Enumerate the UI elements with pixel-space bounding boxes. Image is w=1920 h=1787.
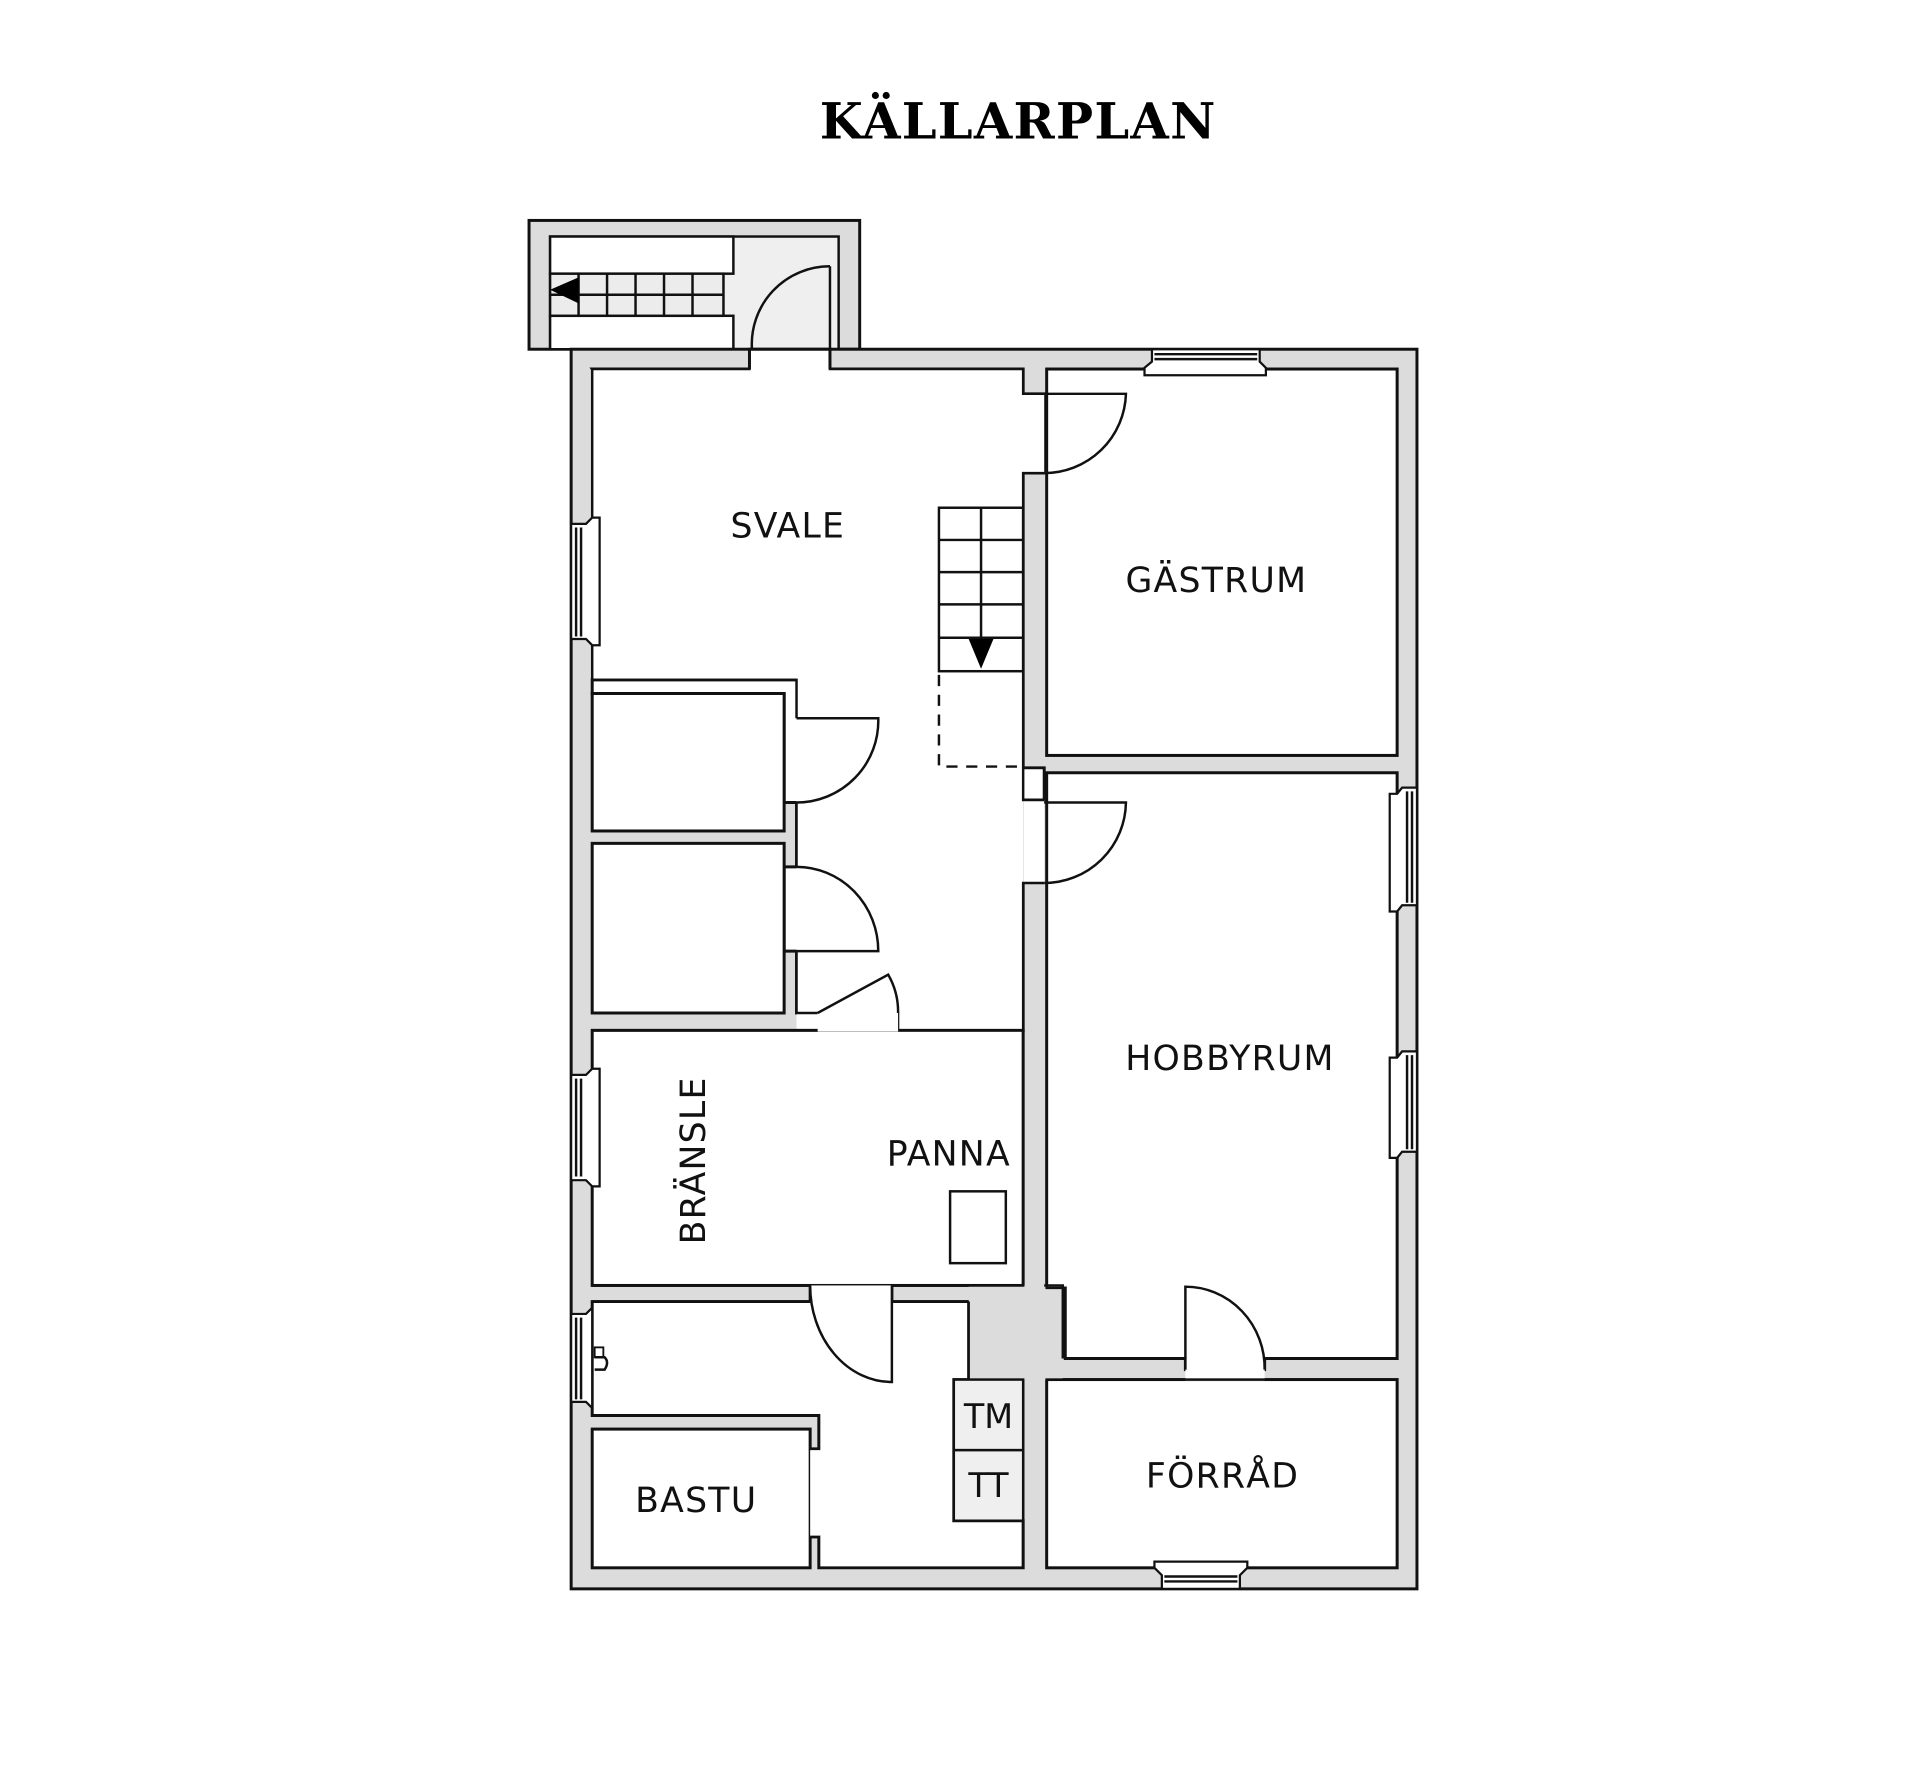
window-icon	[1388, 786, 1419, 913]
door-swing-icon	[796, 865, 880, 953]
tt-label: TT	[967, 1466, 1009, 1505]
entrance-stairwell	[527, 218, 862, 370]
stair-arrow-left-icon	[550, 277, 579, 304]
faucet-icon	[593, 1346, 609, 1371]
boiler-icon	[948, 1190, 1008, 1265]
door-swing-icon	[750, 265, 830, 370]
windows	[570, 348, 1419, 1590]
door-swing-icon	[1044, 801, 1128, 885]
bastu-floor	[590, 1427, 812, 1570]
room-label-gastrum: GÄSTRUM	[1125, 559, 1307, 601]
gastrum-floor	[1045, 367, 1399, 757]
plan-title: KÄLLARPLAN	[820, 91, 1217, 151]
closet-1-floor	[590, 692, 786, 833]
window-icon	[570, 516, 601, 647]
window-icon	[570, 1067, 601, 1188]
window-icon	[570, 1305, 594, 1411]
window-icon	[1388, 1050, 1419, 1160]
stair-arrow-down-icon	[968, 639, 994, 669]
room-label-hobbyrum: HOBBYRUM	[1125, 1039, 1334, 1079]
doors	[796, 392, 1266, 1384]
interior-stair	[937, 506, 1025, 768]
room-label-forrad: FÖRRÅD	[1146, 1453, 1299, 1496]
room-label-panna: PANNA	[887, 1134, 1011, 1174]
door-swing-icon	[796, 717, 880, 804]
window-icon	[1153, 1560, 1249, 1590]
door-swing-icon	[1044, 392, 1128, 475]
door-swing-icon	[808, 1285, 894, 1384]
room-label-bastu: BASTU	[635, 1481, 757, 1521]
door-swing-icon	[816, 972, 900, 1015]
entrance-stair	[548, 272, 725, 318]
room-label-svale: SVALE	[731, 506, 846, 546]
window-icon	[1143, 348, 1267, 377]
shaft	[968, 1285, 1063, 1380]
door-swing-icon	[1184, 1285, 1266, 1370]
closet-2-floor	[590, 841, 786, 1015]
room-label-bransle: BRÄNSLE	[672, 1076, 714, 1244]
tm-label: TM	[963, 1397, 1013, 1436]
tm-tt-units: TM TT	[952, 1378, 1025, 1522]
